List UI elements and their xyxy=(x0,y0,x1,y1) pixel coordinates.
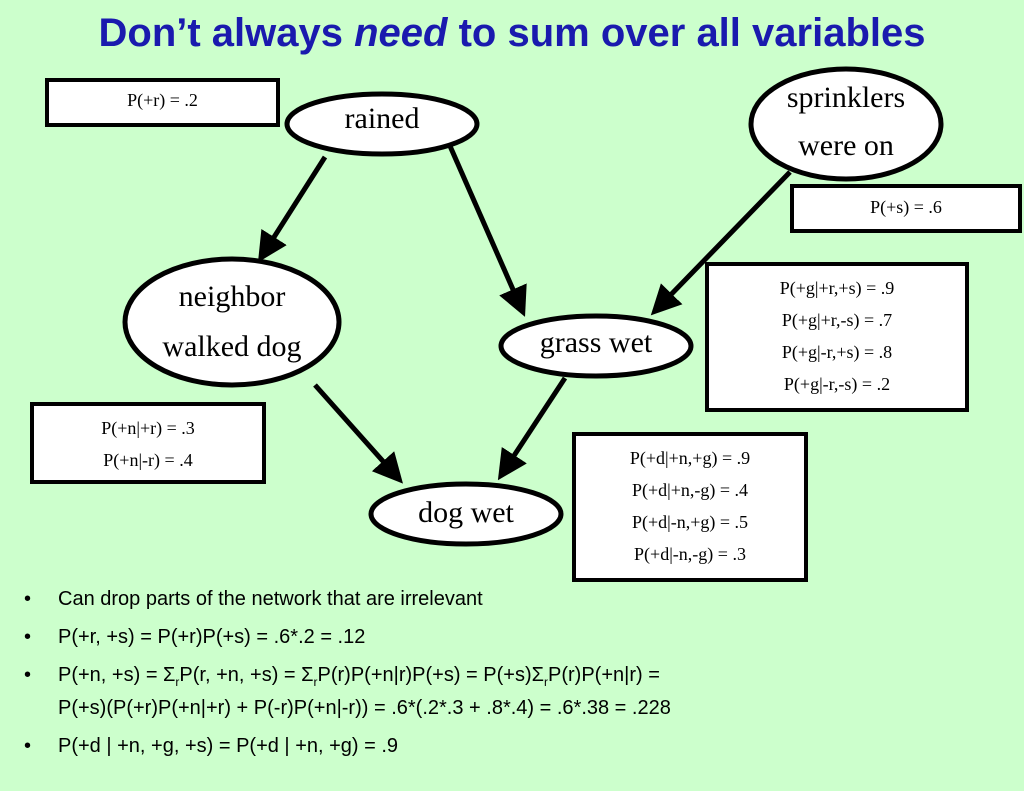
node-neighbor xyxy=(122,256,342,388)
node-label-sprinklers: sprinklers were on xyxy=(786,81,906,162)
cpt-sprinklers: P(+s) = .6 xyxy=(790,184,1022,233)
node-sprinklers xyxy=(748,66,944,182)
title-emphasis-need: need xyxy=(354,11,448,55)
edge-neighbor-dog xyxy=(313,383,403,484)
bullet-list: •Can drop parts of the network that are … xyxy=(20,586,1010,771)
cpt-row: P(+s) = .6 xyxy=(870,197,942,217)
cpt-dog: P(+d|+n,+g) = .9 P(+d|+n,-g) = .4 P(+d|-… xyxy=(572,432,808,582)
slide-title: Don’t always need to sum over all variab… xyxy=(98,11,926,55)
cpt-row: P(+d|+n,+g) = .9 xyxy=(629,448,751,468)
bullet-item: •P(+r, +s) = P(+r)P(+s) = .6*.2 = .12 xyxy=(24,626,366,648)
cpt-row: P(+g|+r,-s) = .7 xyxy=(781,310,893,330)
cpt-row: P(+g|+r,+s) = .9 xyxy=(779,278,895,298)
cpt-row: P(+d|+n,-g) = .4 xyxy=(631,480,749,500)
node-rained xyxy=(284,91,480,157)
cpt-row: P(+g|-r,+s) = .8 xyxy=(781,342,893,362)
edge-grass-dog xyxy=(497,376,568,481)
cpt-grass: P(+g|+r,+s) = .9 P(+g|+r,-s) = .7 P(+g|-… xyxy=(705,262,969,412)
cpt-rained: P(+r) = .2 xyxy=(45,78,280,127)
node-label-rained: rained xyxy=(344,102,420,135)
node-grass-wet xyxy=(498,313,694,379)
bullet-item: •P(+n, +s) = ΣrP(r, +n, +s) = ΣrP(r)P(+n… xyxy=(24,664,671,719)
title-emphasis-all: all xyxy=(696,11,741,55)
edge-rained-grass xyxy=(447,144,527,317)
cpt-row: P(+n|+r) = .3 xyxy=(101,418,195,438)
edge-rained-neighbor xyxy=(257,155,328,263)
node-label-neighbor: neighbor walked dog xyxy=(162,280,302,363)
cpt-row: P(+n|-r) = .4 xyxy=(103,450,193,470)
cpt-row: P(+d|-n,-g) = .3 xyxy=(634,544,746,564)
cpt-neighbor: P(+n|+r) = .3 P(+n|-r) = .4 xyxy=(30,402,266,484)
edge-sprinklers-grass xyxy=(650,170,792,316)
cpt-row: P(+r) = .2 xyxy=(127,90,198,110)
bullet-item: •P(+d | +n, +g, +s) = P(+d | +n, +g) = .… xyxy=(24,735,399,757)
node-label-dog-wet: dog wet xyxy=(418,496,514,529)
node-dog-wet xyxy=(368,481,564,547)
cpt-row: P(+g|-r,-s) = .2 xyxy=(783,374,891,394)
bullet-item: •Can drop parts of the network that are … xyxy=(24,588,483,610)
cpt-row: P(+d|-n,+g) = .5 xyxy=(631,512,749,532)
node-label-grass-wet: grass wet xyxy=(539,326,653,359)
